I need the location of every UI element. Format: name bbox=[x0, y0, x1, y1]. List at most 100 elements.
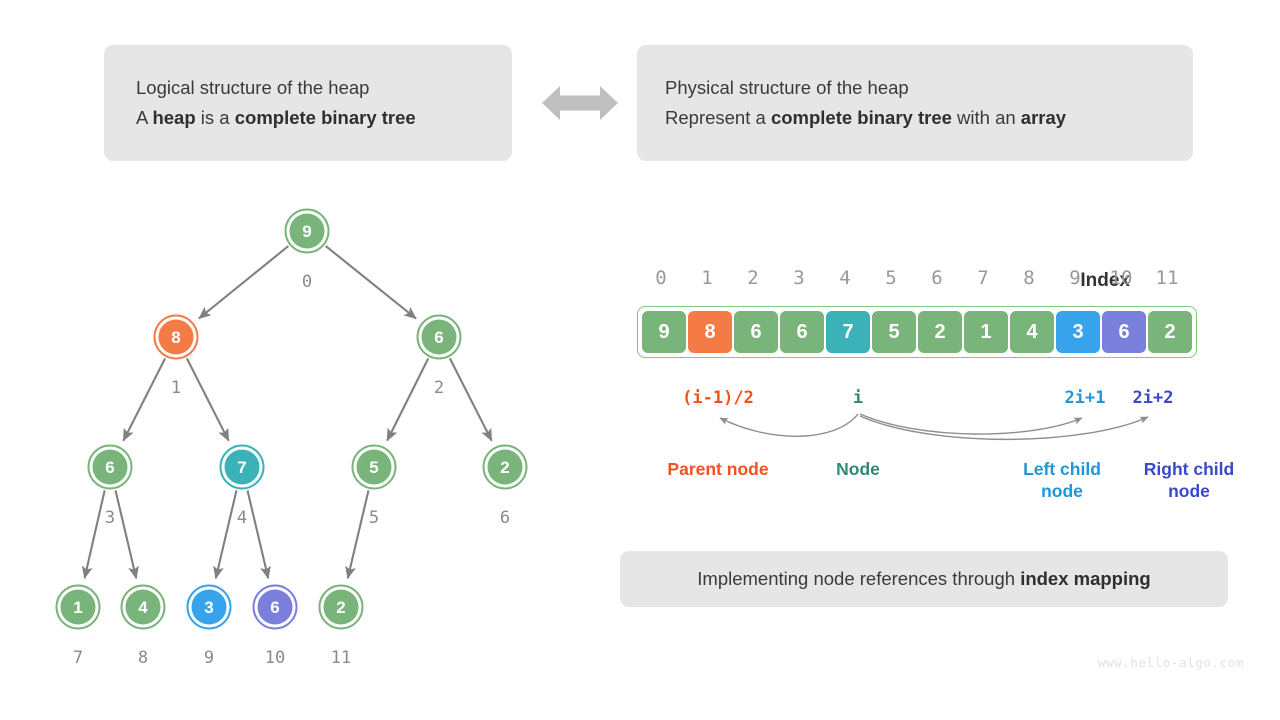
tree-node-ring bbox=[186, 584, 232, 630]
tree-node-ring bbox=[252, 584, 298, 630]
tree-edge bbox=[246, 490, 271, 580]
tree-node[interactable] bbox=[224, 449, 260, 485]
tree-node-value: 6 bbox=[434, 328, 443, 347]
tree-node[interactable] bbox=[257, 589, 293, 625]
node-role-line-1: Node bbox=[836, 459, 880, 479]
tree-edge bbox=[386, 357, 430, 442]
physical-caption-line-2: Represent a complete binary tree with an… bbox=[665, 103, 1193, 133]
tree-node[interactable] bbox=[191, 589, 227, 625]
logical-caption-line-1: Logical structure of the heap bbox=[136, 77, 370, 99]
tree-node-value: 7 bbox=[237, 458, 246, 477]
tree-node-value: 8 bbox=[171, 328, 180, 347]
tree-edge bbox=[448, 357, 493, 442]
index-cell: 7 bbox=[977, 267, 989, 289]
physical-line2-mid: with an bbox=[951, 107, 1021, 128]
array-cell[interactable]: 7 bbox=[825, 310, 871, 354]
logical-line2-mid: is a bbox=[195, 107, 235, 128]
tree-node[interactable] bbox=[421, 319, 457, 355]
array-cell[interactable]: 4 bbox=[1009, 310, 1055, 354]
node-formula: i bbox=[852, 388, 864, 408]
tree-node[interactable] bbox=[323, 589, 359, 625]
index-mapping-arrows bbox=[719, 413, 1149, 441]
array-cell[interactable]: 6 bbox=[733, 310, 779, 354]
tree-node-ring bbox=[120, 584, 166, 630]
right-child-role-line-1: Right child bbox=[1143, 459, 1235, 479]
tree-node-index-label: 2 bbox=[434, 378, 444, 398]
array-cell[interactable]: 2 bbox=[917, 310, 963, 354]
left-child-role-line-1: Left child bbox=[1023, 459, 1101, 479]
index-cell: 1 bbox=[701, 267, 713, 289]
tree-node-ring bbox=[416, 314, 462, 360]
logical-caption-line-2: A heap is a complete binary tree bbox=[136, 103, 512, 133]
tree-node-value: 2 bbox=[500, 458, 509, 477]
logical-line2-bold-heap: heap bbox=[152, 107, 196, 128]
index-cell: 2 bbox=[747, 267, 759, 289]
array-cell[interactable]: 3 bbox=[1055, 310, 1101, 354]
tree-node-ring bbox=[219, 444, 265, 490]
tree-node-ring bbox=[318, 584, 364, 630]
tree-node[interactable] bbox=[92, 449, 128, 485]
mapping-caption-pre: Implementing node references through bbox=[697, 568, 1021, 590]
tree-node-value: 4 bbox=[138, 598, 148, 617]
index-cell: 6 bbox=[931, 267, 943, 289]
physical-line2-bold-tree: complete binary tree bbox=[770, 107, 952, 128]
index-cell: 10 bbox=[1109, 267, 1133, 289]
parent-node-role-line-1: Parent node bbox=[667, 459, 769, 479]
physical-structure-caption: Physical structure of the heap Represent… bbox=[637, 45, 1193, 161]
left-child-role-label: Left child node bbox=[1000, 458, 1124, 503]
node-role-label: Node bbox=[803, 458, 913, 480]
tree-node-index-label: 3 bbox=[105, 508, 115, 528]
index-cell: 3 bbox=[793, 267, 805, 289]
tree-node-index-label: 1 bbox=[171, 378, 181, 398]
left-child-formula: 2i+1 bbox=[1064, 388, 1106, 408]
tree-node-index-label: 6 bbox=[500, 508, 510, 528]
physical-line2-bold-array: array bbox=[1020, 107, 1067, 128]
array-cell[interactable]: 6 bbox=[779, 310, 825, 354]
array-cell[interactable]: 5 bbox=[871, 310, 917, 354]
tree-edge bbox=[213, 490, 238, 580]
array-cell[interactable]: 9 bbox=[641, 310, 687, 354]
right-child-role-label: Right child node bbox=[1124, 458, 1254, 503]
tree-edge-group bbox=[81, 245, 493, 580]
array-cell[interactable]: 1 bbox=[963, 310, 1009, 354]
array-cell[interactable]: 2 bbox=[1147, 310, 1193, 354]
tree-node-index-label: 7 bbox=[73, 648, 83, 668]
tree-node-index-label: 0 bbox=[302, 272, 312, 292]
tree-edge bbox=[325, 245, 417, 320]
index-row-label: Index bbox=[1080, 270, 1130, 291]
bidirectional-arrow-icon bbox=[542, 86, 618, 120]
tree-node-ring bbox=[351, 444, 397, 490]
tree-node[interactable] bbox=[60, 589, 96, 625]
tree-node-ring bbox=[55, 584, 101, 630]
array-cell[interactable]: 8 bbox=[687, 310, 733, 354]
tree-node-value: 5 bbox=[369, 458, 378, 477]
tree-node[interactable] bbox=[125, 589, 161, 625]
tree-node-ring bbox=[284, 208, 330, 254]
tree-edge bbox=[185, 357, 230, 442]
tree-edge bbox=[345, 490, 370, 580]
tree-node[interactable] bbox=[356, 449, 392, 485]
array-cell[interactable]: 6 bbox=[1101, 310, 1147, 354]
tree-node[interactable] bbox=[487, 449, 523, 485]
parent-node-role-label: Parent node bbox=[638, 458, 798, 480]
tree-node-index-label: 8 bbox=[138, 648, 148, 668]
tree-node-value: 9 bbox=[302, 222, 311, 241]
index-cell: 5 bbox=[885, 267, 897, 289]
tree-node[interactable] bbox=[289, 213, 325, 249]
tree-node-index-label: 4 bbox=[237, 508, 247, 528]
physical-caption-line-1: Physical structure of the heap bbox=[665, 77, 909, 99]
tree-node[interactable] bbox=[158, 319, 194, 355]
tree-edge bbox=[198, 245, 290, 320]
tree-node-ring bbox=[153, 314, 199, 360]
index-cell: 8 bbox=[1023, 267, 1035, 289]
tree-node-value: 1 bbox=[73, 598, 82, 617]
watermark: www.hello-algo.com bbox=[1097, 655, 1244, 670]
logical-line2-bold-tree: complete binary tree bbox=[234, 107, 416, 128]
tree-node-index-label: 5 bbox=[369, 508, 379, 528]
left-child-role-line-2: node bbox=[1041, 481, 1083, 502]
mapping-caption-bold: index mapping bbox=[1020, 568, 1151, 590]
